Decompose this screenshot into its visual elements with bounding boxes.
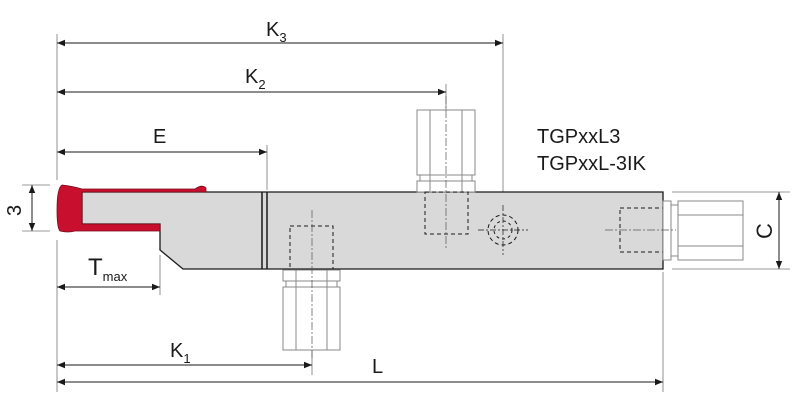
dim-3: 3 [4,205,26,216]
dimension-lines [28,39,783,386]
dim-k1: K1 [170,340,191,366]
model-code-2: TGPxxL-3IK [537,153,647,175]
dim-c: C [752,223,777,239]
right-coolant-fitting [662,200,744,261]
coolant-port-circle [478,205,528,255]
grooving-insert [56,184,207,233]
dim-k3: K3 [266,19,287,45]
dim-l: L [372,356,383,378]
extension-lines [22,34,790,392]
dim-e: E [153,126,166,148]
bottom-coolant-fitting [282,269,341,351]
top-coolant-fitting [416,109,476,193]
tool-body [81,191,664,270]
dim-k2: K2 [245,66,266,92]
model-code-1: TGPxxL3 [537,126,620,148]
dim-tmax: Tmax [88,254,128,284]
